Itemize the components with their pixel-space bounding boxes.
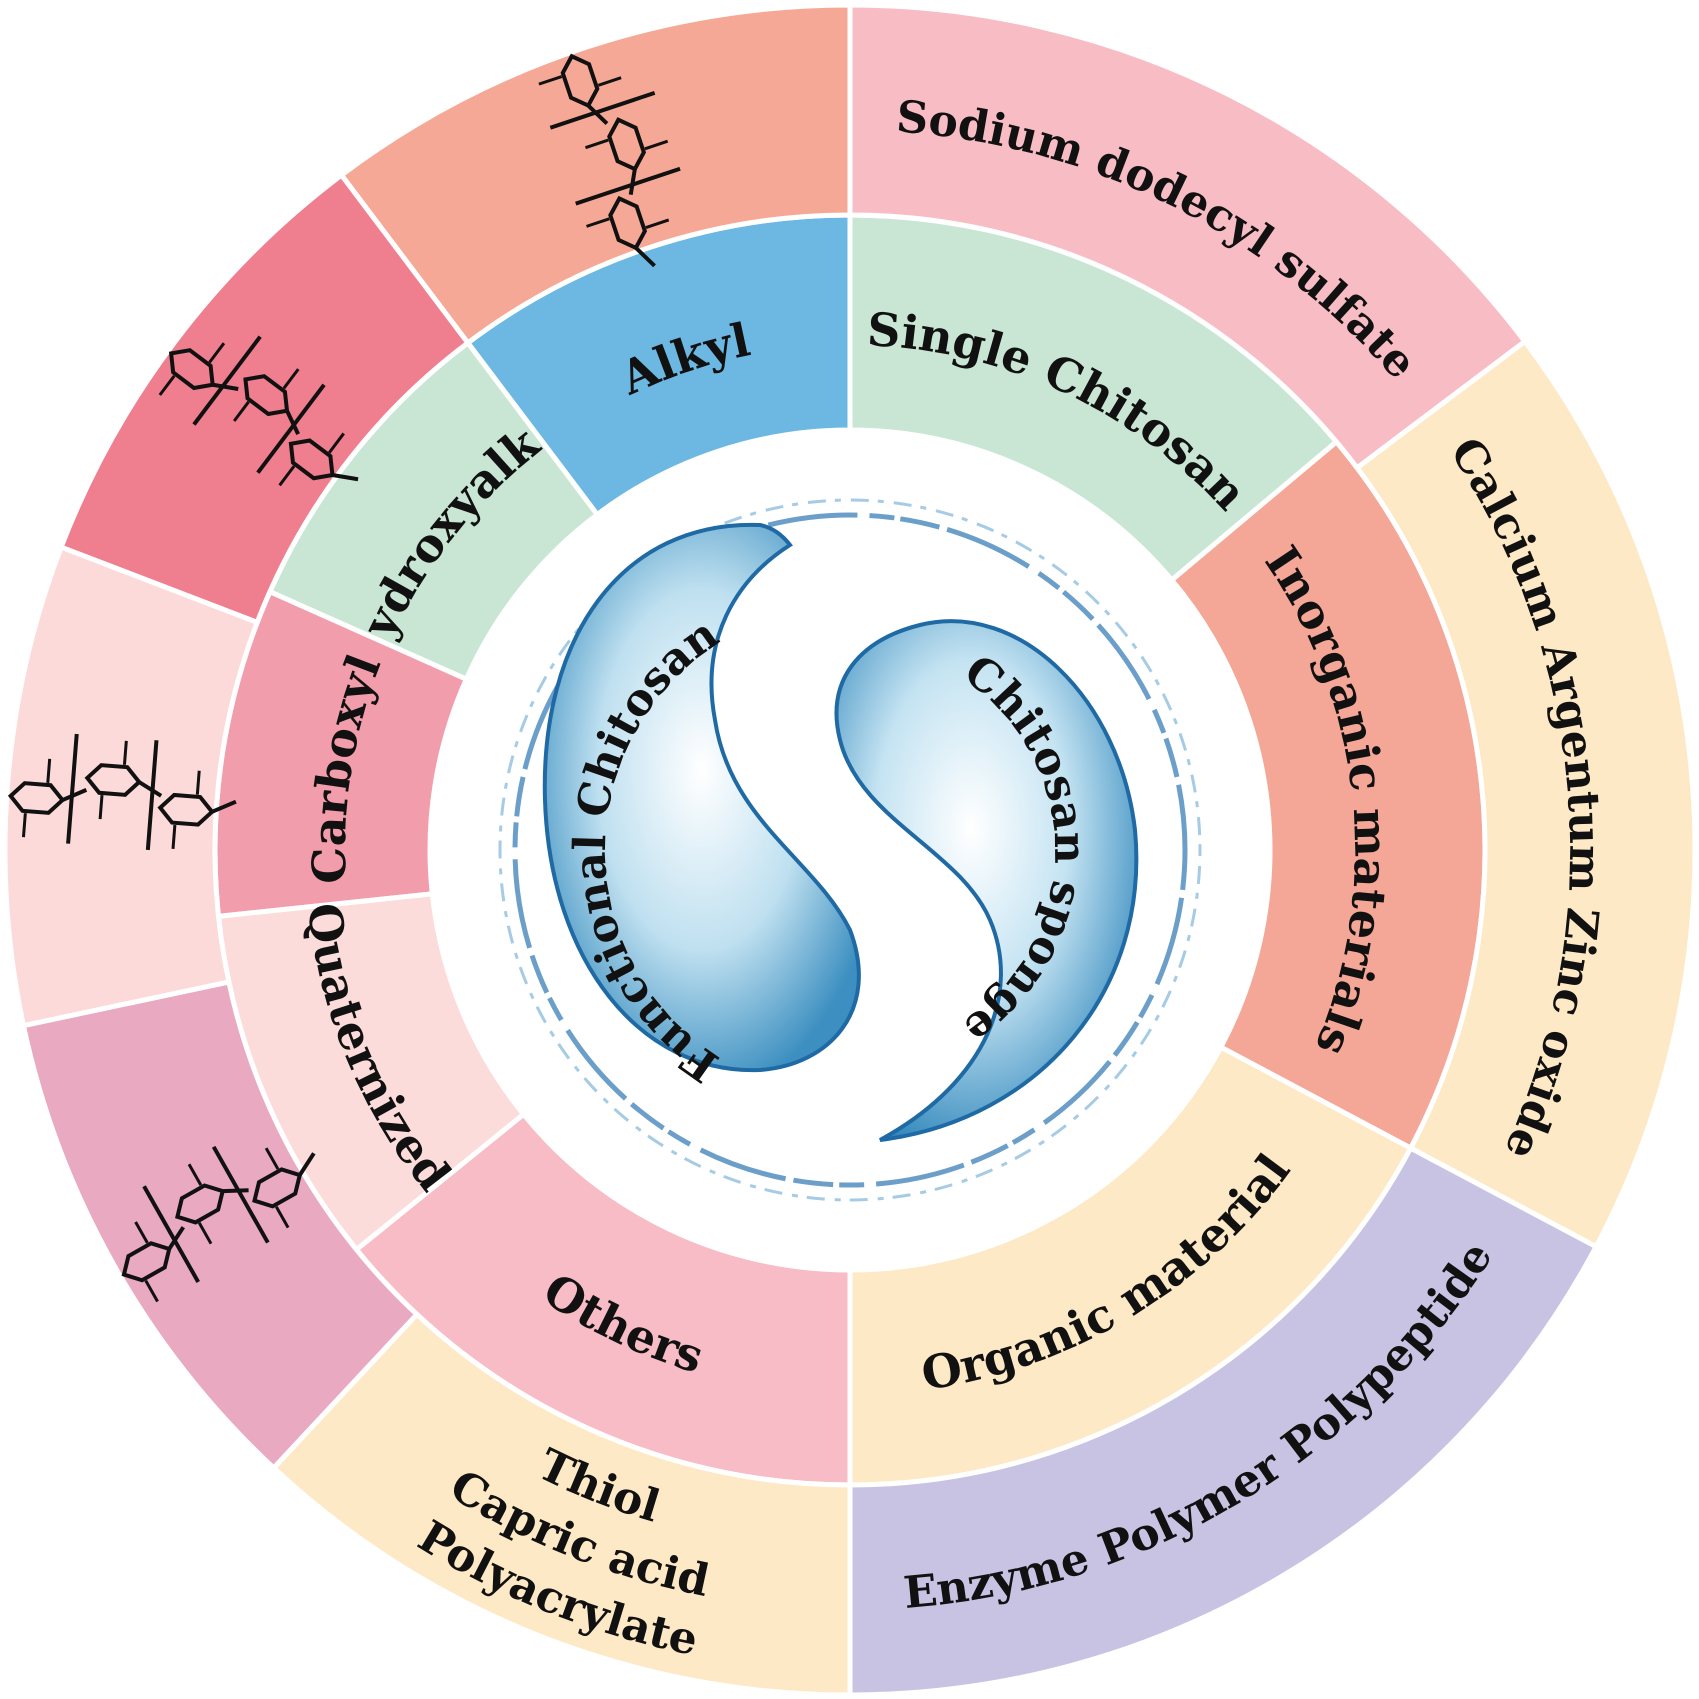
chemical-structure-quaternized-structure bbox=[121, 1145, 316, 1303]
outer-segment-organic-examples bbox=[847, 1144, 1600, 1698]
chemical-structure-carboxyl-structure bbox=[7, 733, 237, 851]
outer-segment-others-examples bbox=[270, 1310, 853, 1698]
functional-chitosan-blob bbox=[542, 522, 861, 1073]
chemical-structure-hydroxyalkyl-structure bbox=[158, 335, 359, 487]
chemical-structure-alkyl-structure bbox=[538, 53, 681, 268]
outer-segment-hydroxyalkyl-structure bbox=[57, 171, 472, 626]
outer-segment-carboxyl-structure bbox=[2, 543, 261, 1029]
center-swirl: Functional Chitosan Chitosan sponge bbox=[430, 430, 1270, 1270]
chitosan-sponge-blob bbox=[834, 619, 1139, 1142]
outer-segment-single-examples bbox=[847, 2, 1529, 472]
chemical-structures bbox=[7, 53, 681, 1303]
outer-segment-quaternized-structure bbox=[20, 979, 421, 1472]
outer-segment-inorganic-examples bbox=[1353, 337, 1698, 1251]
water-splash-ring bbox=[512, 512, 1188, 1188]
water-splash-outer bbox=[498, 498, 1202, 1202]
